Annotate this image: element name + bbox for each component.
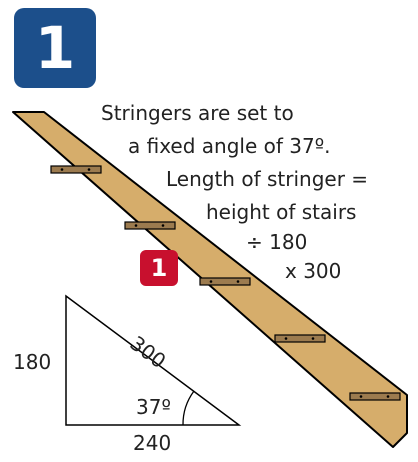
caption-line-1: Stringers are set to bbox=[101, 101, 294, 125]
caption-line-5: ÷ 180 bbox=[246, 230, 308, 254]
bracket-screws bbox=[60, 168, 390, 398]
step-number: 1 bbox=[34, 14, 76, 82]
tread-brackets bbox=[50, 165, 401, 401]
caption-line-3: Length of stringer = bbox=[166, 167, 369, 191]
angle-arc bbox=[182, 390, 195, 426]
tread-bracket bbox=[50, 165, 102, 174]
caption-line-2: a fixed angle of 37º. bbox=[128, 134, 331, 158]
tread-bracket bbox=[274, 334, 326, 343]
callout-marker-badge: 1 bbox=[140, 250, 178, 286]
triangle-base-label: 240 bbox=[133, 431, 172, 455]
tread-bracket bbox=[199, 277, 251, 286]
caption-line-6: x 300 bbox=[285, 259, 342, 283]
tread-bracket bbox=[124, 221, 176, 230]
step-number-badge: 1 bbox=[14, 8, 96, 88]
angle-triangle bbox=[65, 294, 242, 426]
triangle-angle-label: 37º bbox=[136, 395, 171, 419]
callout-marker-number: 1 bbox=[150, 254, 168, 282]
triangle-height-label: 180 bbox=[13, 350, 52, 374]
tread-bracket bbox=[349, 392, 401, 401]
caption-line-4: height of stairs bbox=[206, 200, 357, 224]
